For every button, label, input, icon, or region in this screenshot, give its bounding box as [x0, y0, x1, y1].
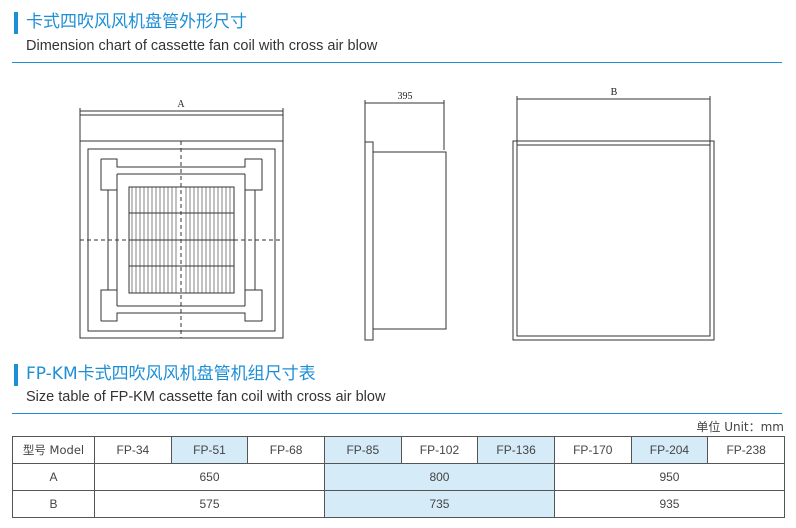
- table-header-row: 型号 Model FP-34 FP-51 FP-68 FP-85 FP-102 …: [12, 436, 785, 464]
- back-view-dimension-label: B: [611, 87, 618, 98]
- dimension-b-cell: 575: [94, 490, 325, 518]
- section-2-divider: [12, 413, 782, 414]
- model-cell: FP-136: [477, 436, 555, 464]
- model-cell: FP-51: [170, 436, 249, 464]
- section-2-title-cn: FP-KM卡式四吹风风机盘管机组尺寸表: [26, 364, 316, 384]
- size-table: 型号 Model FP-34 FP-51 FP-68 FP-85 FP-102 …: [12, 436, 786, 518]
- model-cell: FP-34: [94, 436, 172, 464]
- model-header-cell: 型号 Model: [12, 436, 95, 464]
- dimension-b-cell: 735: [323, 490, 555, 518]
- model-cell: FP-68: [247, 436, 325, 464]
- model-cell: FP-102: [400, 436, 479, 464]
- unit-label: 单位 Unit：mm: [696, 420, 784, 434]
- side-view-drawing: [364, 100, 447, 341]
- section-1-title-en: Dimension chart of cassette fan coil wit…: [26, 38, 378, 54]
- model-cell: FP-238: [707, 436, 785, 464]
- model-cell: FP-170: [553, 436, 632, 464]
- dimension-b-cell: 935: [553, 490, 786, 518]
- section-2-accent-bar: [14, 364, 18, 386]
- model-cell: FP-204: [630, 436, 709, 464]
- dimension-a-cell: 650: [94, 463, 325, 491]
- back-view-drawing: [512, 96, 715, 341]
- dimension-drawings: A 395 B: [79, 87, 715, 341]
- section-2-title-en: Size table of FP-KM cassette fan coil wi…: [26, 389, 386, 405]
- dimension-a-cell: 800: [323, 463, 555, 491]
- table-row-b: B 575 735 935: [12, 490, 786, 518]
- table-row-a: A 650 800 950: [12, 463, 786, 491]
- front-view-dimension-label: A: [177, 99, 185, 110]
- side-view-dimension-label: 395: [398, 91, 413, 102]
- section-1-divider: [12, 62, 782, 63]
- row-label-a: A: [12, 463, 95, 491]
- dimension-a-cell: 950: [553, 463, 786, 491]
- row-label-b: B: [12, 490, 95, 518]
- model-cell: FP-85: [323, 436, 402, 464]
- section-1-title-cn: 卡式四吹风风机盘管外形尺寸: [26, 12, 247, 32]
- section-1-accent-bar: [14, 12, 18, 34]
